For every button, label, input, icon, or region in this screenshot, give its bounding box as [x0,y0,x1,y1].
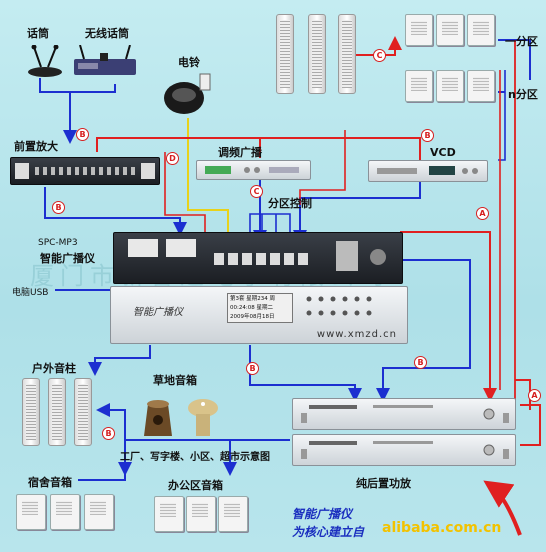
marker-a-top: A [476,207,489,220]
zone-speaker-icon [436,14,464,46]
display-line-3: 2009年08月18日 [230,314,275,320]
column-speaker-icon [338,14,356,94]
panel-display: 第3套 星期234 周 00:24:08 星期二 2009年08月18日 [227,293,293,323]
marker-c-zone: C [250,185,263,198]
marker-b-vcd: B [421,129,434,142]
watermark: alibaba.com.cn [382,520,502,536]
panel-brand: 智能广播仪 [133,307,183,318]
zone-control-label: 分区控制 [268,197,312,210]
power-amp-label: 纯后置功放 [356,477,411,490]
preamp-label: 前置放大 [14,140,58,153]
slogan-line-2: 为核心建立自 [292,525,365,539]
preamp-unit [10,157,160,185]
power-amp-top [292,398,516,430]
mic-icon [26,44,66,79]
outdoor-column-icon [74,378,92,446]
marker-a-right: A [528,389,541,402]
zone-1-label: 一分区 [505,35,538,48]
lawn-speaker-label: 草地音箱 [153,374,197,387]
zone-speaker-icon [467,14,495,46]
power-amp-bottom [292,434,516,466]
column-speaker-icon [308,14,326,94]
marker-b-preamp: B [76,128,89,141]
outdoor-column-label: 户外音柱 [32,362,76,375]
tuner-unit [196,160,311,180]
lawn-stump-icon [140,396,176,438]
marker-b-player-out: B [246,362,259,375]
marker-b-amp: B [414,356,427,369]
outdoor-column-icon [22,378,40,446]
display-line-2: 00:24:08 星期二 [230,305,273,311]
marker-b-lower: B [102,427,115,440]
mic-label: 话筒 [27,27,49,40]
bell-icon [162,72,212,118]
marker-d: D [166,152,179,165]
office-speaker-icon [154,496,184,532]
slogan-line-1: 智能广播仪 [292,507,353,521]
usb-label: 电脑USB [12,288,49,298]
marker-b-usb-path: B [52,201,65,214]
venues-label: 工厂、写字楼、小区、超市示意图 [120,452,270,463]
lawn-mushroom-icon [186,396,220,438]
player-name-label: 智能广播仪 [40,252,95,265]
dormitory-speaker-icon [84,494,114,530]
player-model-label: SPC-MP3 [38,238,78,248]
vcd-unit [368,160,488,182]
zone-speaker-icon [405,14,433,46]
dormitory-speaker-label: 宿舍音箱 [28,476,72,489]
zone-n-label: n分区 [508,88,538,101]
dormitory-speaker-icon [16,494,46,530]
office-speaker-icon [218,496,248,532]
marker-c-speakers: C [373,49,386,62]
tuner-label: 调频广播 [218,146,262,159]
outdoor-column-icon [48,378,66,446]
player-back-panel [113,232,403,284]
column-speaker-icon [276,14,294,94]
panel-url: www.xmzd.cn [316,329,397,340]
zone-speaker-icon [467,70,495,102]
wireless-mic-label: 无线话筒 [85,27,129,40]
vcd-label: VCD [430,146,456,159]
bell-label: 电铃 [178,56,200,69]
dormitory-speaker-icon [50,494,80,530]
display-line-1: 第3套 星期234 周 [230,296,275,302]
zone-speaker-icon [436,70,464,102]
player-front-panel: 智能广播仪 第3套 星期234 周 00:24:08 星期二 2009年08月1… [110,286,408,344]
wireless-mic-icon [72,44,138,77]
office-speaker-icon [186,496,216,532]
office-speaker-label: 办公区音箱 [168,479,223,492]
zone-speaker-icon [405,70,433,102]
